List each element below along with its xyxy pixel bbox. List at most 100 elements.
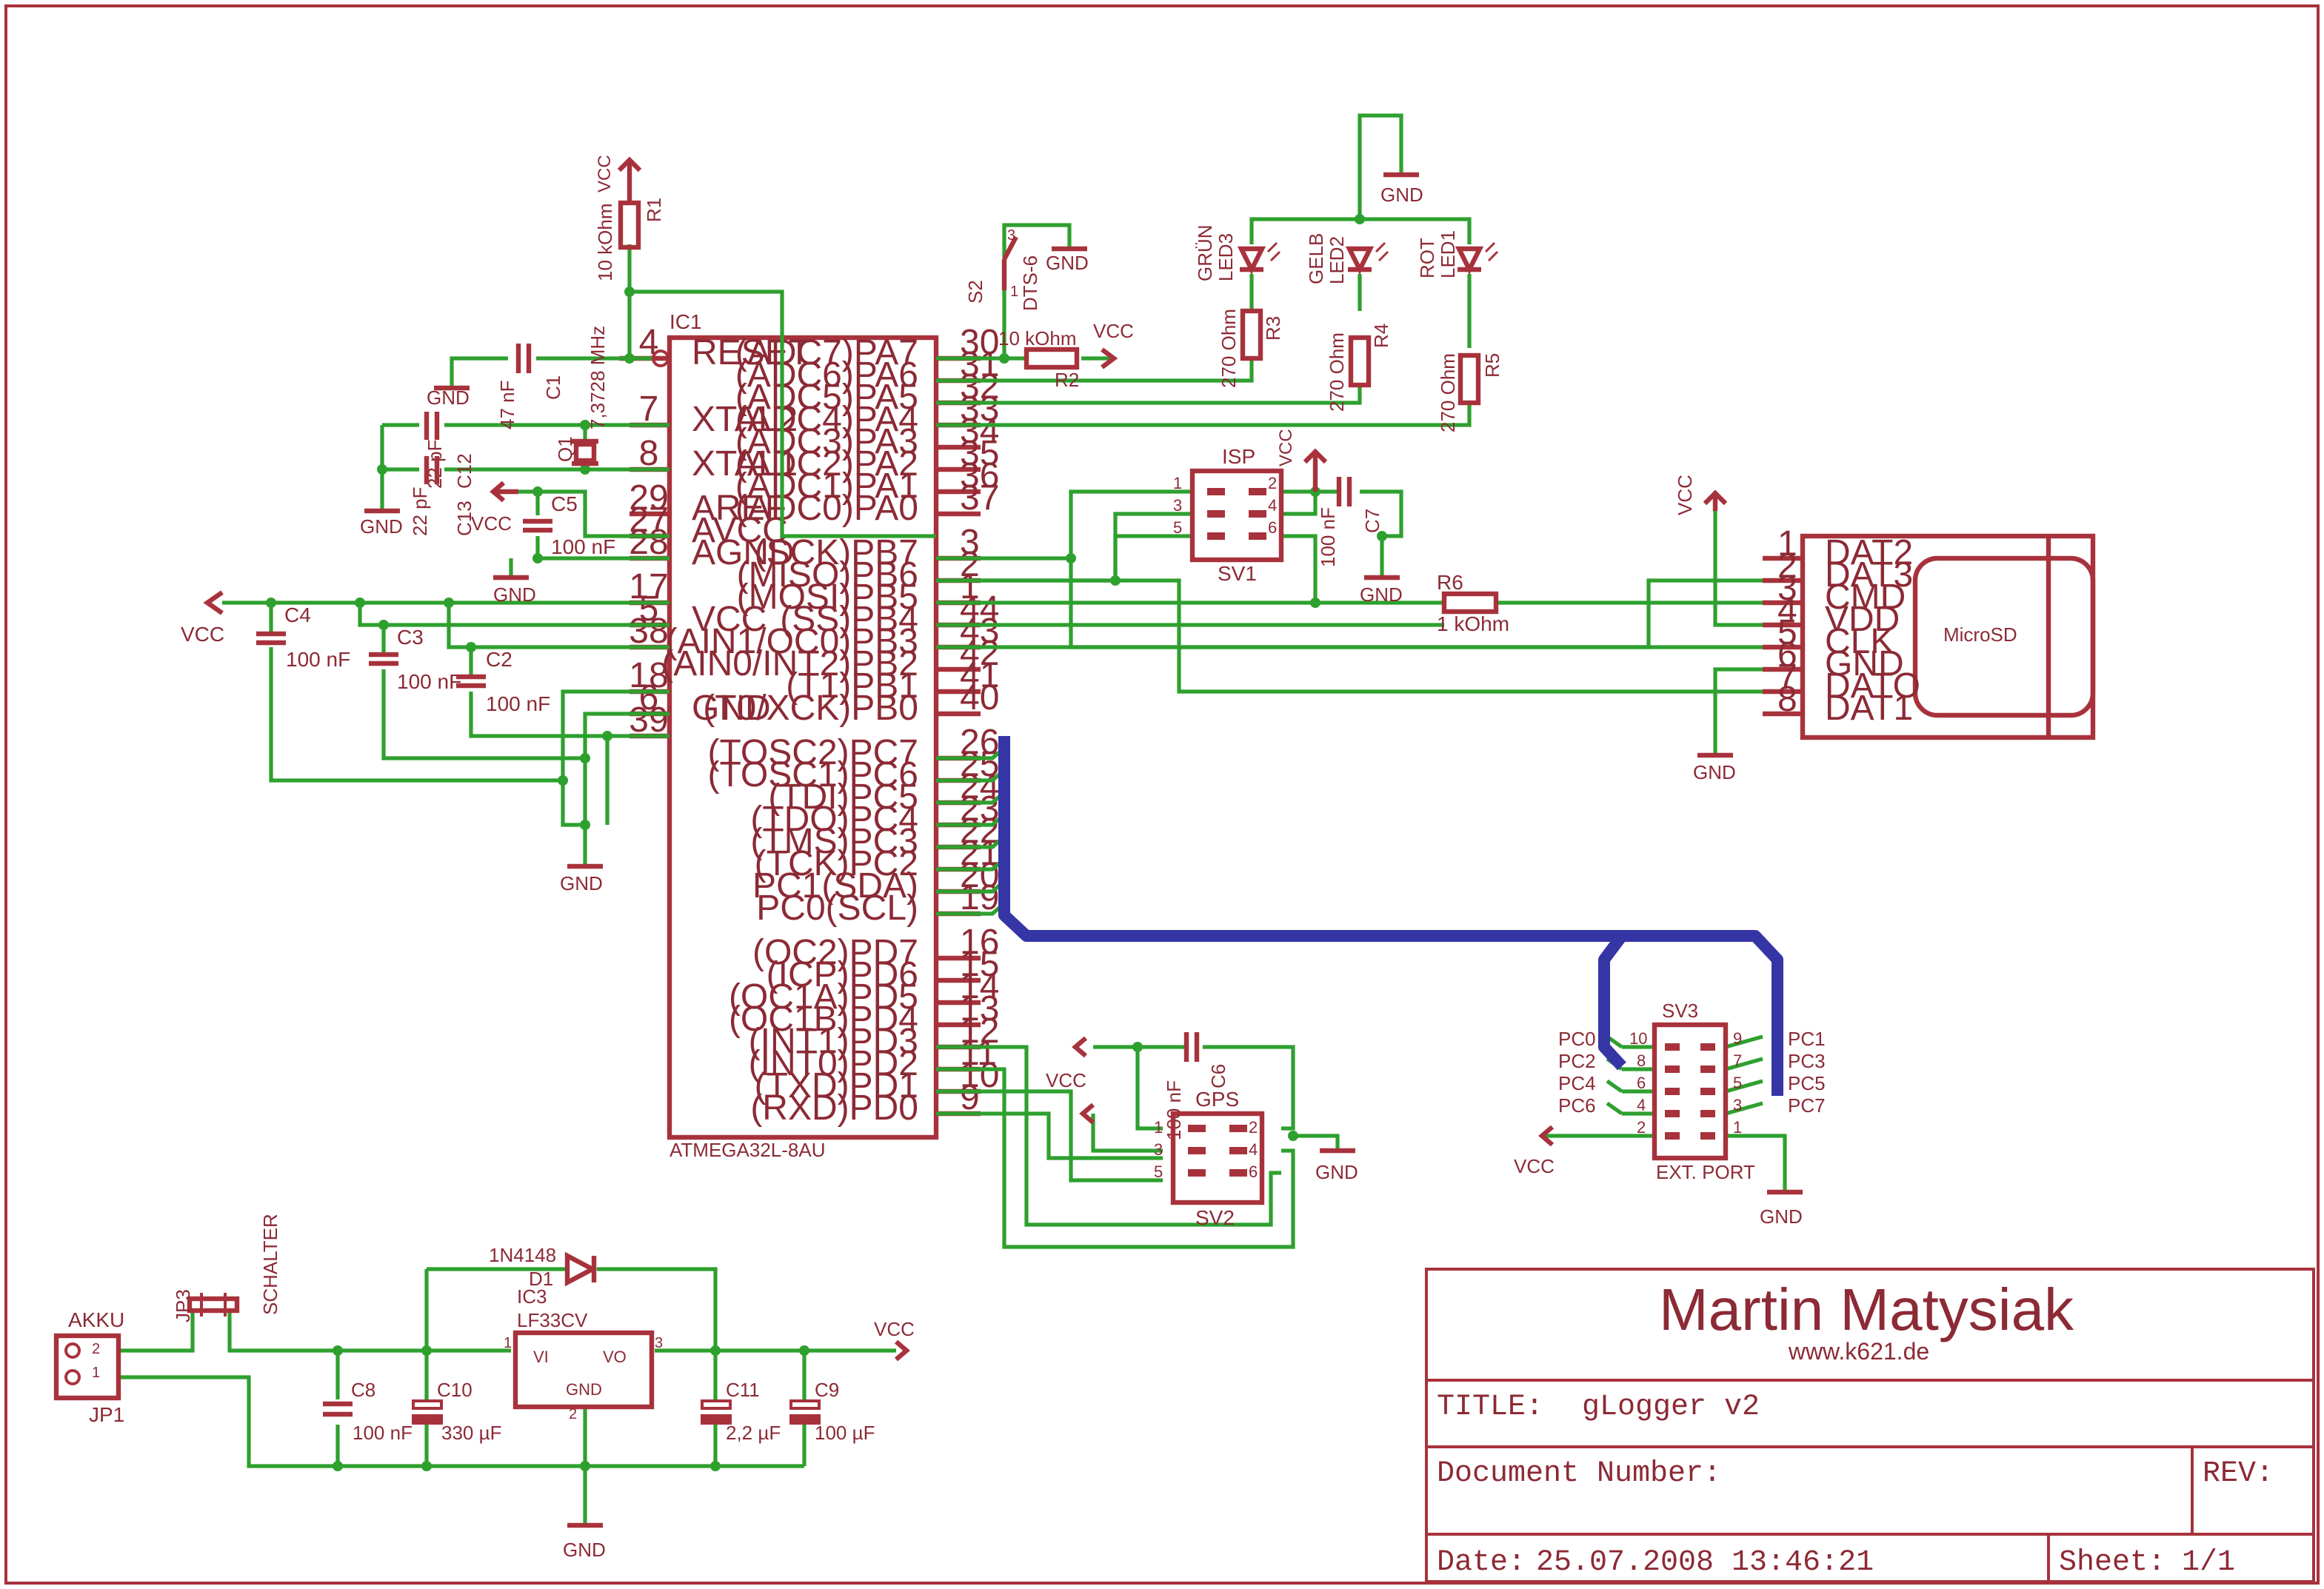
svg-text:3: 3 — [1154, 1140, 1163, 1159]
wires — [118, 113, 1787, 1525]
mcu-pin-num: 18 — [629, 656, 668, 695]
mcu-pin-label: (ICP)PD6 — [767, 955, 918, 994]
vcc-symbol-left: VCC — [181, 590, 224, 646]
svg-text:JP3: JP3 — [172, 1289, 194, 1322]
mcu-pin-num: 5 — [639, 589, 659, 629]
mcu-pin-label: (SS)PB4 — [780, 600, 918, 639]
svg-text:10: 10 — [1629, 1029, 1647, 1048]
capacitor-c9: C9 100 µF — [789, 1379, 875, 1444]
mcu-part: ATMEGA32L-8AU — [670, 1139, 825, 1161]
svg-text:3: 3 — [1007, 227, 1015, 244]
title-block: Martin Matysiak www.k621.de TITLE: gLogg… — [1425, 1268, 2315, 1583]
mcu-pin-num: 12 — [960, 1011, 999, 1051]
svg-text:GND: GND — [1315, 1161, 1358, 1183]
mcu-pin-label: AGND — [692, 533, 795, 572]
mcu-pin-label: (OC1B)PD4 — [729, 1000, 918, 1039]
svg-text:GPS: GPS — [1195, 1088, 1239, 1111]
svg-text:1: 1 — [1154, 1118, 1163, 1137]
c2-value: 100 nF — [486, 692, 550, 715]
svg-text:270 Ohm: 270 Ohm — [1437, 353, 1459, 432]
mcu-pin-num: 40 — [960, 678, 999, 717]
capacitor-c1: C1 47 nF — [496, 344, 564, 429]
sd-pin-label: VDD — [1825, 600, 1900, 639]
crystal-q1: Q1 7,3728 MHz — [554, 326, 609, 466]
diode-d1: 1N4148 D1 — [489, 1244, 598, 1290]
svg-text:2,2 µF: 2,2 µF — [726, 1422, 781, 1444]
mcu-pin-num: 6 — [639, 678, 659, 717]
mcu-pin-num: 15 — [960, 945, 999, 984]
mcu-pin-num: 11 — [960, 1034, 997, 1073]
svg-text:VCC: VCC — [1514, 1155, 1555, 1177]
c12-label: C12 — [453, 453, 475, 489]
c13-label: C13 — [453, 501, 475, 536]
svg-text:2: 2 — [569, 1406, 577, 1422]
title-value: gLogger v2 — [1582, 1391, 1760, 1424]
svg-text:MicroSD: MicroSD — [1943, 623, 2017, 646]
svg-text:VI: VI — [533, 1348, 549, 1366]
mcu-pin-label: (INT0)PD2 — [749, 1044, 918, 1083]
regulator-ic3: VI VO GND 1 3 2 IC3 LF33CV VCC — [504, 1285, 915, 1422]
sd-pin-label: DATO — [1825, 666, 1920, 706]
svg-text:PC2: PC2 — [1558, 1050, 1596, 1072]
mcu-pin-num: 4 — [639, 323, 659, 362]
svg-text:GND: GND — [563, 1539, 606, 1561]
svg-text:270 Ohm: 270 Ohm — [1218, 309, 1240, 388]
svg-text:R5: R5 — [1481, 353, 1503, 378]
svg-text:2: 2 — [1268, 474, 1277, 492]
c13-value: 22 pF — [409, 487, 431, 537]
svg-text:LED1: LED1 — [1437, 230, 1459, 278]
mcu-pin-label: (TCK)PC2 — [755, 844, 918, 883]
svg-text:PC4: PC4 — [1558, 1072, 1596, 1094]
svg-text:C7: C7 — [1361, 509, 1383, 533]
svg-text:SV3: SV3 — [1662, 1000, 1698, 1022]
mcu-pin-num: 10 — [960, 1056, 999, 1095]
mcu-pin-label: (TDI)PC5 — [768, 777, 918, 817]
c5-value: 100 nF — [551, 535, 615, 558]
mcu-pin-label: (TOSC2)PC7 — [707, 733, 918, 772]
sd-pin-label: GND — [1825, 644, 1904, 683]
svg-text:PC7: PC7 — [1788, 1094, 1826, 1117]
svg-text:JP1: JP1 — [89, 1403, 124, 1426]
switch-jumper-jp3: JP3 SCHALTER — [172, 1214, 281, 1322]
mcu-pin-label: (MOSI)PB5 — [737, 578, 918, 617]
sheet-label: Sheet: — [2059, 1546, 2166, 1579]
mcu-pin-label: PC0(SCL) — [756, 889, 918, 928]
mcu-pin-num: 14 — [960, 967, 999, 1006]
s2-part: DTS-6 — [1019, 255, 1041, 311]
svg-text:C8: C8 — [351, 1379, 375, 1401]
svg-text:VCC: VCC — [1046, 1069, 1086, 1091]
mcu-pin-label: (ADC0)PA0 — [735, 489, 918, 528]
mcu-pin-num: 33 — [960, 389, 999, 429]
mcu-pin-num: 41 — [960, 656, 999, 695]
c4-label: C4 — [284, 603, 311, 626]
mcu-pin-num: 32 — [960, 367, 999, 407]
sheet-frame — [4, 4, 2320, 1585]
svg-text:VCC: VCC — [181, 623, 224, 646]
svg-text:6: 6 — [1268, 518, 1277, 537]
svg-text:R4: R4 — [1370, 324, 1392, 348]
svg-text:C10: C10 — [437, 1379, 473, 1401]
mcu-pin-label: (AIN0/INT2)PB2 — [661, 644, 918, 683]
mcu-pin-label: GND — [692, 689, 771, 728]
svg-text:1: 1 — [504, 1335, 512, 1351]
mcu-pin-num: 7 — [639, 389, 659, 429]
mcu-pin-num: 34 — [960, 412, 999, 451]
gps-header-sv2: 1 3 5 2 4 6 GPS SV2 — [1154, 1088, 1265, 1229]
resistor-r5: R5 270 Ohm — [1437, 353, 1503, 432]
sd-pin-label: DAT3 — [1825, 555, 1913, 595]
svg-text:1N4148: 1N4148 — [489, 1244, 556, 1266]
svg-text:6: 6 — [1249, 1163, 1258, 1181]
sd-pin-num: 1 — [1777, 524, 1797, 563]
svg-text:5: 5 — [1733, 1074, 1742, 1092]
svg-text:SV1: SV1 — [1218, 562, 1257, 585]
sd-pin-label: DAT1 — [1825, 689, 1913, 728]
svg-text:4: 4 — [1249, 1140, 1258, 1159]
author-name: Martin Matysiak — [1659, 1277, 2074, 1342]
mcu-pin-num: 8 — [639, 434, 659, 473]
c5-vcc-label: VCC — [471, 512, 512, 535]
mcu-pin-num: 31 — [960, 345, 999, 384]
svg-text:1: 1 — [1733, 1118, 1742, 1137]
mcu-pin-num: 29 — [629, 478, 668, 518]
